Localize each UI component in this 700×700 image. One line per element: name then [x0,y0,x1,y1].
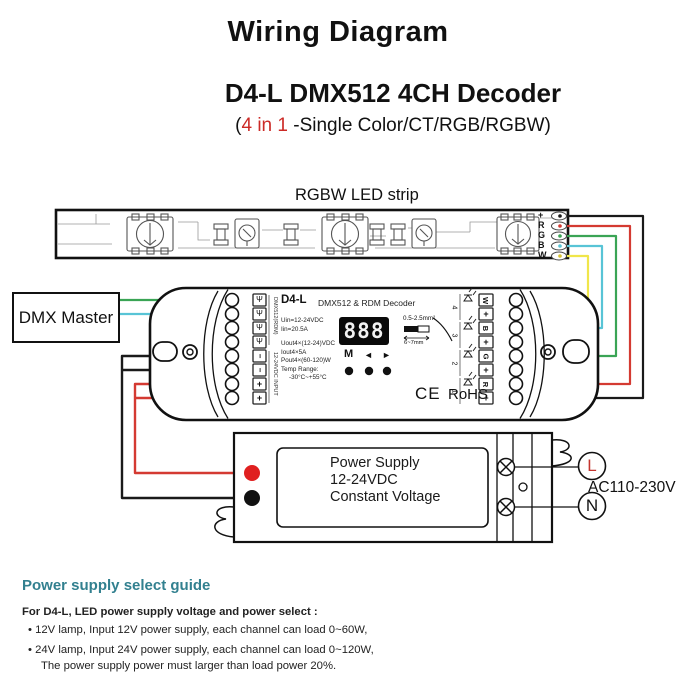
decoder-output-blocks [478,293,494,405]
psu-line-3: Constant Voltage [330,489,441,505]
psu-vplus-dot[interactable] [244,465,260,481]
psu-vminus-dot[interactable] [244,490,260,506]
channel-letter-g: G [481,353,491,359]
decoder-left-terminal-blocks [252,293,270,405]
channel-plus: + [483,309,489,319]
guide-note: The power supply power must larger than … [41,660,337,672]
psu-line-2: 12-24VDC [330,472,398,488]
led-strip-label: RGBW LED strip [295,186,419,204]
minus-terminal-icon: − [255,353,265,359]
led-strip-traces [58,214,552,249]
guide-intro: For D4-L, LED power supply voltage and p… [22,606,318,618]
small-led-icon [234,218,437,249]
minus-terminal-icon: − [255,367,265,373]
channel-number-4: 4 [450,305,458,309]
ac-terminals [514,451,607,521]
neutral-terminal-label: N [585,496,599,515]
model-subtitle: (4 in 1 -Single Color/CT/RGB/RGBW) [86,115,700,137]
bullet-icon: • [28,644,32,656]
wire-strip-length: 6~7mm [404,340,424,346]
bullet-icon: • [28,624,32,636]
power-supply-outline [214,431,572,544]
channel-number-1: 1 [450,389,458,393]
dmx-master-label: DMX Master [18,307,114,327]
rohs-mark: RoHS [448,386,489,403]
led-diode-icon [459,287,477,404]
plus-terminal-icon: + [256,378,263,389]
dmx-group-label: DMX512(RDM) [272,297,278,335]
dmx-terminal-icon: Ψ [256,309,263,318]
guide-bullet-1: • 12V lamp, Input 12V power supply, each… [28,624,368,636]
dmx-master-box: DMX Master [12,292,120,343]
guide-bullet-2: • 24V lamp, Input 24V power supply, each… [28,644,374,656]
wire-gauge-range: 0.5-2.5mm² [403,315,436,322]
wire-gauge-icon [403,317,453,342]
channel-plus: + [483,393,489,403]
display-value: 888 [343,319,385,343]
dmx-terminal-icon: Ψ [256,295,263,304]
decoder-name: DMX512 & RDM Decoder [318,298,416,308]
led-package-icon [126,213,540,255]
psu-line-1: Power Supply [330,455,420,471]
subtitle-highlight: 4 in 1 [241,115,288,136]
ac-voltage-label: AC110-230V [588,479,676,496]
decoder-specs-input: Uin=12-24VDC Iin=20.5A [281,317,324,333]
channel-letter-w: W [481,296,491,304]
strip-terminal-b: B [538,240,545,250]
subtitle-prefix: ( [235,115,242,136]
resistor-icon [213,223,406,246]
channel-letter-b: B [481,325,491,331]
decoder-specs-output: Uout4×(12-24)VDC Iout4×5A Pout4×(60-120)… [281,340,336,381]
led-strip-outline [54,208,570,260]
seven-segment-display: 888 [339,317,389,345]
mode-button[interactable]: M [344,348,354,360]
strip-pads [551,211,567,261]
model-title: D4-L DMX512 4CH Decoder [224,78,562,108]
channel-letter-r: R [481,381,491,387]
channel-plus: + [483,337,489,347]
guide-heading: Power supply select guide [22,577,211,594]
psu-screw-icon[interactable] [496,457,516,517]
plus-terminal-icon: + [256,392,263,403]
power-input-group-label: 12-24VDC INPUT [272,352,278,396]
decoder-left-terminal-holes[interactable] [224,292,240,406]
decoder-right-terminal-holes[interactable] [508,292,524,406]
strip-terminal-r: R [538,220,545,230]
channel-number-2: 2 [450,361,458,365]
subtitle-rest: -Single Color/CT/RGB/RGBW) [287,115,551,136]
page-title: Wiring Diagram [227,16,449,48]
dmx-terminal-icon: Ψ [256,323,263,332]
left-arrow-button[interactable]: ◄ [364,350,373,360]
channel-number-3: 3 [450,333,458,337]
dmx-terminal-icon: Ψ [256,337,263,346]
channel-plus: + [483,365,489,375]
decoder-button-dots[interactable] [344,366,392,376]
strip-terminal-plus: + [538,210,544,220]
strip-terminal-w: W [538,250,547,260]
ce-mark: CE [415,384,441,403]
decoder-model: D4-L [281,294,307,306]
right-arrow-button[interactable]: ► [382,350,391,360]
strip-terminal-g: G [538,230,546,240]
line-terminal-label: L [587,456,597,475]
